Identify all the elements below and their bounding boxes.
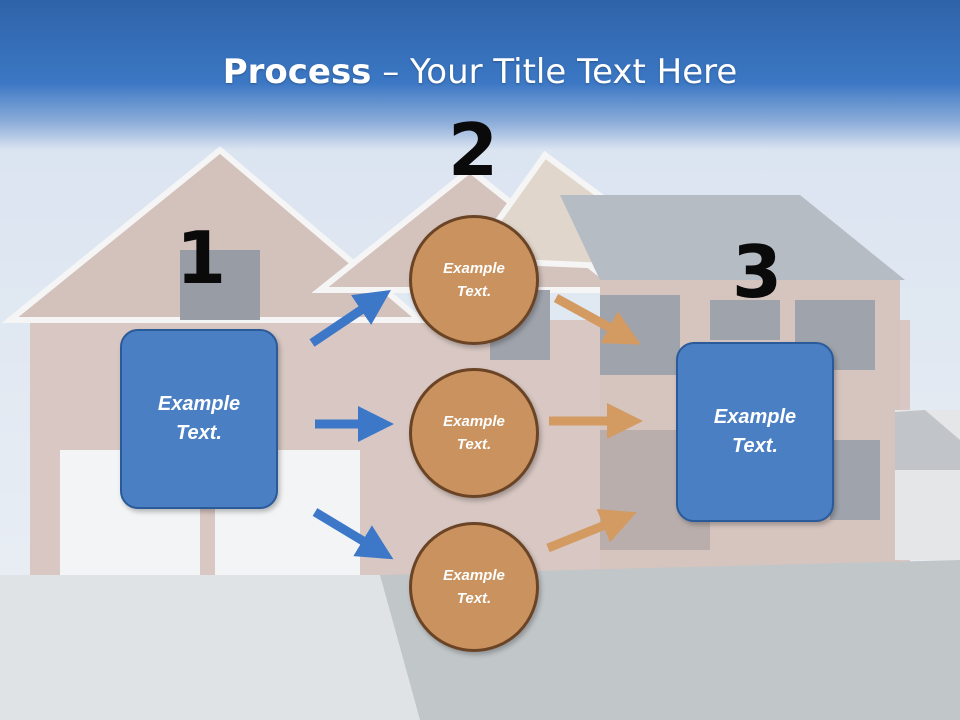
step-2-circle-top[interactable]: Example Text. <box>409 215 539 345</box>
title-rest: – Your Title Text Here <box>371 52 738 92</box>
title-bold: Process <box>222 52 372 92</box>
circle-top-text: Example Text. <box>443 257 505 303</box>
title-band <box>0 0 960 150</box>
arrow-icon-tan-down <box>553 294 641 345</box>
step-3-line1: Example <box>713 406 797 428</box>
step-1-box-text: Example Text. <box>158 390 240 448</box>
slide-title: Process – Your Title Text Here <box>0 52 960 92</box>
step-3-line2: Text. <box>732 435 778 457</box>
circle-middle-line1: Example <box>443 413 505 430</box>
step-number-2: 2 <box>448 108 499 192</box>
arrow-icon-blue-up <box>309 289 391 347</box>
circle-bottom-line2: Text. <box>456 590 492 607</box>
step-number-3: 3 <box>732 230 783 314</box>
step-3-box[interactable]: Example Text. <box>676 342 834 522</box>
circle-top-line1: Example <box>443 260 505 277</box>
step-1-line2: Text. <box>176 422 222 444</box>
circle-top-line2: Text. <box>456 283 492 300</box>
circle-bottom-line1: Example <box>443 567 505 584</box>
step-3-box-text: Example Text. <box>714 403 796 461</box>
arrow-icon-tan-up <box>546 509 637 553</box>
circle-middle-line2: Text. <box>456 436 492 453</box>
step-2-circle-middle[interactable]: Example Text. <box>409 368 539 498</box>
circle-bottom-text: Example Text. <box>443 564 505 610</box>
step-1-line1: Example <box>157 393 241 415</box>
step-2-circle-bottom[interactable]: Example Text. <box>409 522 539 652</box>
arrow-icon-blue-down <box>312 508 394 560</box>
step-number-1: 1 <box>176 216 227 300</box>
circle-middle-text: Example Text. <box>443 410 505 456</box>
step-1-box[interactable]: Example Text. <box>120 329 278 509</box>
